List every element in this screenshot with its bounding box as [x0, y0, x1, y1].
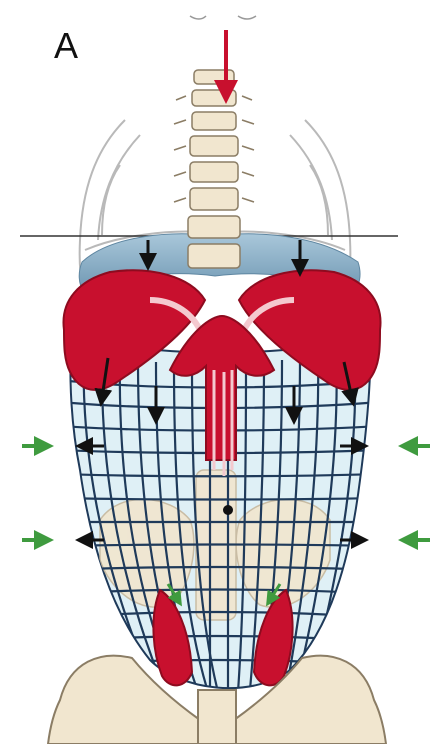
panel-label: A: [54, 25, 78, 66]
top-cut-marks: [190, 16, 256, 19]
spine: [188, 70, 240, 268]
navel-dot: [223, 505, 233, 515]
